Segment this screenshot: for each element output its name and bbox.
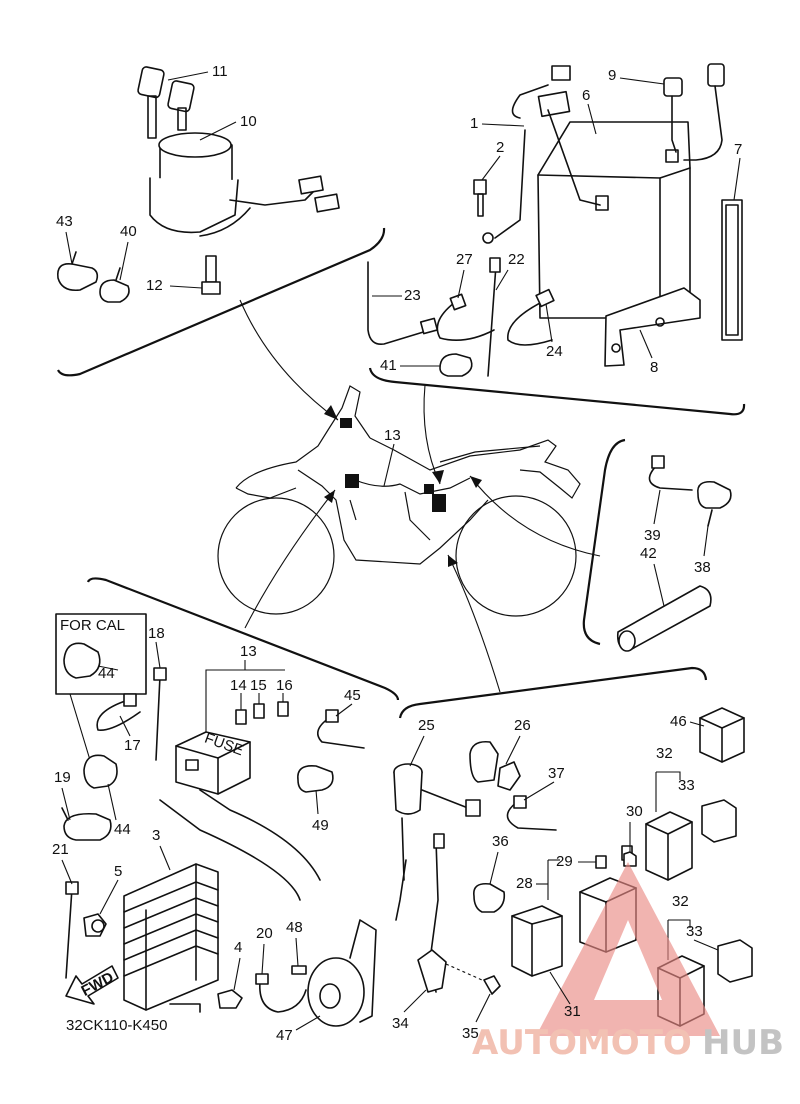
callout-47: 47 <box>276 1027 293 1044</box>
relay-32-33-46 <box>623 707 753 1027</box>
callout-43: 43 <box>56 213 73 230</box>
callout-31: 31 <box>564 1003 581 1020</box>
for-cal-inset: FOR CAL <box>55 613 147 761</box>
motorcycle-outline <box>217 385 581 617</box>
callout-49: 49 <box>312 817 329 834</box>
diagram-code: 32CK110-K450 <box>66 1017 167 1034</box>
divider-top-right <box>368 367 746 416</box>
callout-17: 17 <box>124 737 141 754</box>
callout-28: 28 <box>516 875 533 892</box>
callout-29: 29 <box>556 853 573 870</box>
callout-5: 5 <box>114 863 122 880</box>
callout-8: 8 <box>650 359 658 376</box>
callout-44: 44 <box>114 821 131 838</box>
battery-assembly <box>473 63 743 367</box>
callout-20: 20 <box>256 925 273 942</box>
callout-21: 21 <box>52 841 69 858</box>
callout-33: 33 <box>678 777 695 794</box>
sensor-26-band-37 <box>469 740 557 831</box>
divider-top-left <box>57 227 386 377</box>
divider-right <box>582 438 626 646</box>
watermark-triangle-icon <box>536 862 720 1036</box>
watermark-text-part1: AUTOMOTO <box>472 1023 692 1063</box>
divider-mid-left <box>86 577 400 701</box>
callout-25: 25 <box>418 717 435 734</box>
callout-3: 3 <box>152 827 160 844</box>
fwd-label: FWD <box>78 969 116 1000</box>
pointer-arrows <box>239 299 601 693</box>
neutral-switch-25 <box>393 763 481 921</box>
watermark-logo: AUTOMOTO HUB <box>472 862 784 1063</box>
watermark-text-part2: HUB <box>702 1023 784 1063</box>
callout-10: 10 <box>240 113 257 130</box>
callout-19: 19 <box>54 769 71 786</box>
callout-24: 24 <box>546 343 563 360</box>
callout-23: 23 <box>404 287 421 304</box>
callout-13: 13 <box>240 643 257 660</box>
callout-27: 27 <box>456 251 473 268</box>
callout-42: 42 <box>640 545 657 562</box>
fuse-box-assembly: FUSE <box>159 660 321 901</box>
callout-11: 11 <box>212 63 228 80</box>
callout-26: 26 <box>514 717 531 734</box>
main-switch-assembly <box>137 66 340 295</box>
clip-43-40 <box>56 251 130 303</box>
callout-39: 39 <box>644 527 661 544</box>
callout-14: 14 <box>230 677 247 694</box>
callout-1: 1 <box>470 115 478 132</box>
callout-22: 22 <box>508 251 525 268</box>
callout-15: 15 <box>250 677 267 694</box>
callout-46: 46 <box>670 713 687 730</box>
callout-34: 34 <box>392 1015 409 1032</box>
callout-38: 38 <box>694 559 711 576</box>
callout-41: 41 <box>380 357 397 374</box>
callout-45: 45 <box>344 687 361 704</box>
clip-36-switch-34-screw-35 <box>417 833 506 995</box>
callout-13a: 13 <box>384 427 401 444</box>
callout-33b: 33 <box>686 923 703 940</box>
callout-35: 35 <box>462 1025 479 1042</box>
callout-30: 30 <box>626 803 643 820</box>
divider-mid-right <box>398 666 708 719</box>
callout-48: 48 <box>286 919 303 936</box>
callout-16: 16 <box>276 677 293 694</box>
callout-37: 37 <box>548 765 565 782</box>
callout-4: 4 <box>234 939 242 956</box>
horn-assembly <box>217 919 377 1027</box>
callout-9: 9 <box>608 67 616 84</box>
callouts: 11 10 12 43 40 9 6 1 2 7 27 22 23 24 8 4… <box>52 63 742 1044</box>
band-21-bolt-5 <box>65 881 107 979</box>
callout-18: 18 <box>148 625 165 642</box>
rectifier-regulator <box>123 863 219 1013</box>
callout-40: 40 <box>120 223 137 240</box>
callout-12: 12 <box>146 277 163 294</box>
right-inset-parts <box>616 455 732 652</box>
callout-44a: 44 <box>98 665 115 682</box>
callout-6: 6 <box>582 87 590 104</box>
callout-32: 32 <box>656 745 673 762</box>
callout-7: 7 <box>734 141 742 158</box>
fwd-arrow: FWD <box>65 965 119 1005</box>
band-17-18-clip-19 <box>61 667 167 841</box>
callout-32b: 32 <box>672 893 689 910</box>
callout-2: 2 <box>496 139 504 156</box>
for-cal-label: FOR CAL <box>60 617 125 634</box>
clip-45-49 <box>297 709 365 793</box>
callout-36: 36 <box>492 833 509 850</box>
bands-top-right <box>367 257 555 377</box>
